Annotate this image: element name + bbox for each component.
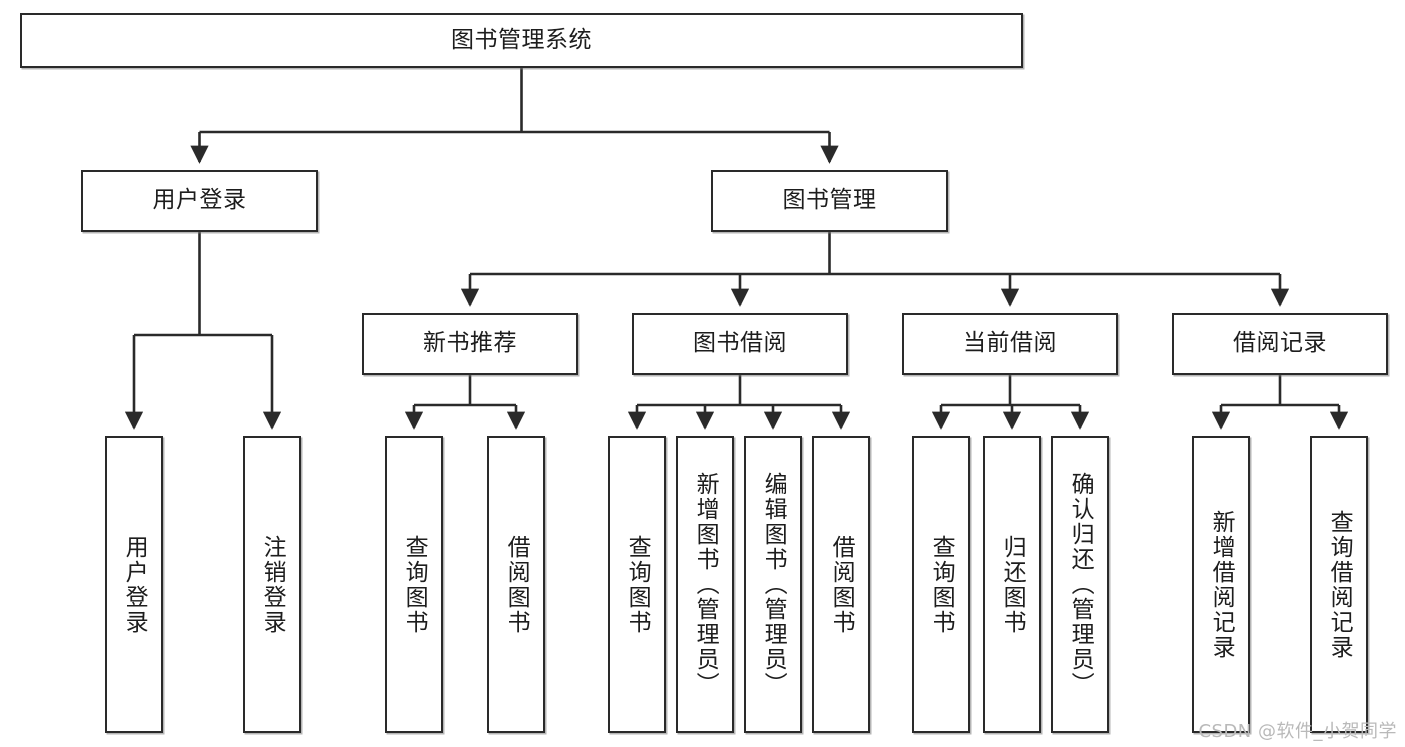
leaf-query-book-1-label: 查询图书 (401, 534, 428, 635)
leaf-return-book[interactable]: 归还图书 (983, 436, 1041, 733)
leaf-add-book[interactable]: 新增图书（管理员） (676, 436, 734, 733)
node-root-label: 图书管理系统 (451, 26, 592, 53)
leaf-logout[interactable]: 注销登录 (243, 436, 301, 733)
node-user-login-label: 用户登录 (152, 187, 247, 214)
node-current-borrow[interactable]: 当前借阅 (902, 313, 1118, 375)
leaf-borrow-book-1[interactable]: 借阅图书 (487, 436, 545, 733)
leaf-add-record-label: 新增借阅记录 (1208, 509, 1235, 660)
node-borrow-record-label: 借阅记录 (1233, 330, 1327, 357)
leaf-confirm-return[interactable]: 确认归还（管理员） (1051, 436, 1109, 733)
node-user-login[interactable]: 用户登录 (81, 170, 318, 232)
leaf-user-login[interactable]: 用户登录 (105, 436, 163, 733)
leaf-return-book-label: 归还图书 (999, 534, 1026, 635)
node-current-borrow-label: 当前借阅 (963, 330, 1057, 357)
leaf-add-record[interactable]: 新增借阅记录 (1192, 436, 1250, 733)
leaf-query-book-3-label: 查询图书 (928, 534, 955, 635)
leaf-query-book-1[interactable]: 查询图书 (385, 436, 443, 733)
leaf-add-book-label: 新增图书（管理员） (692, 472, 719, 697)
leaf-query-book-2-label: 查询图书 (624, 534, 651, 635)
leaf-query-record[interactable]: 查询借阅记录 (1310, 436, 1368, 733)
node-book-manage-label: 图书管理 (782, 187, 877, 214)
leaf-edit-book-label: 编辑图书（管理员） (760, 472, 787, 697)
node-book-borrow[interactable]: 图书借阅 (632, 313, 848, 375)
node-root[interactable]: 图书管理系统 (20, 13, 1023, 68)
node-new-book-recommend-label: 新书推荐 (423, 330, 517, 357)
node-new-book-recommend[interactable]: 新书推荐 (362, 313, 578, 375)
leaf-query-book-3[interactable]: 查询图书 (912, 436, 970, 733)
leaf-user-login-label: 用户登录 (121, 534, 148, 635)
leaf-borrow-book-1-label: 借阅图书 (503, 534, 530, 635)
leaf-query-record-label: 查询借阅记录 (1326, 509, 1353, 660)
leaf-edit-book[interactable]: 编辑图书（管理员） (744, 436, 802, 733)
leaf-confirm-return-label: 确认归还（管理员） (1067, 472, 1094, 697)
leaf-logout-label: 注销登录 (259, 534, 286, 635)
leaf-borrow-book-2[interactable]: 借阅图书 (812, 436, 870, 733)
leaf-query-book-2[interactable]: 查询图书 (608, 436, 666, 733)
node-book-borrow-label: 图书借阅 (693, 330, 787, 357)
node-borrow-record[interactable]: 借阅记录 (1172, 313, 1388, 375)
node-book-manage[interactable]: 图书管理 (711, 170, 948, 232)
csdn-watermark: CSDN @软件_小贺同学 (1198, 721, 1397, 742)
leaf-borrow-book-2-label: 借阅图书 (828, 534, 855, 635)
